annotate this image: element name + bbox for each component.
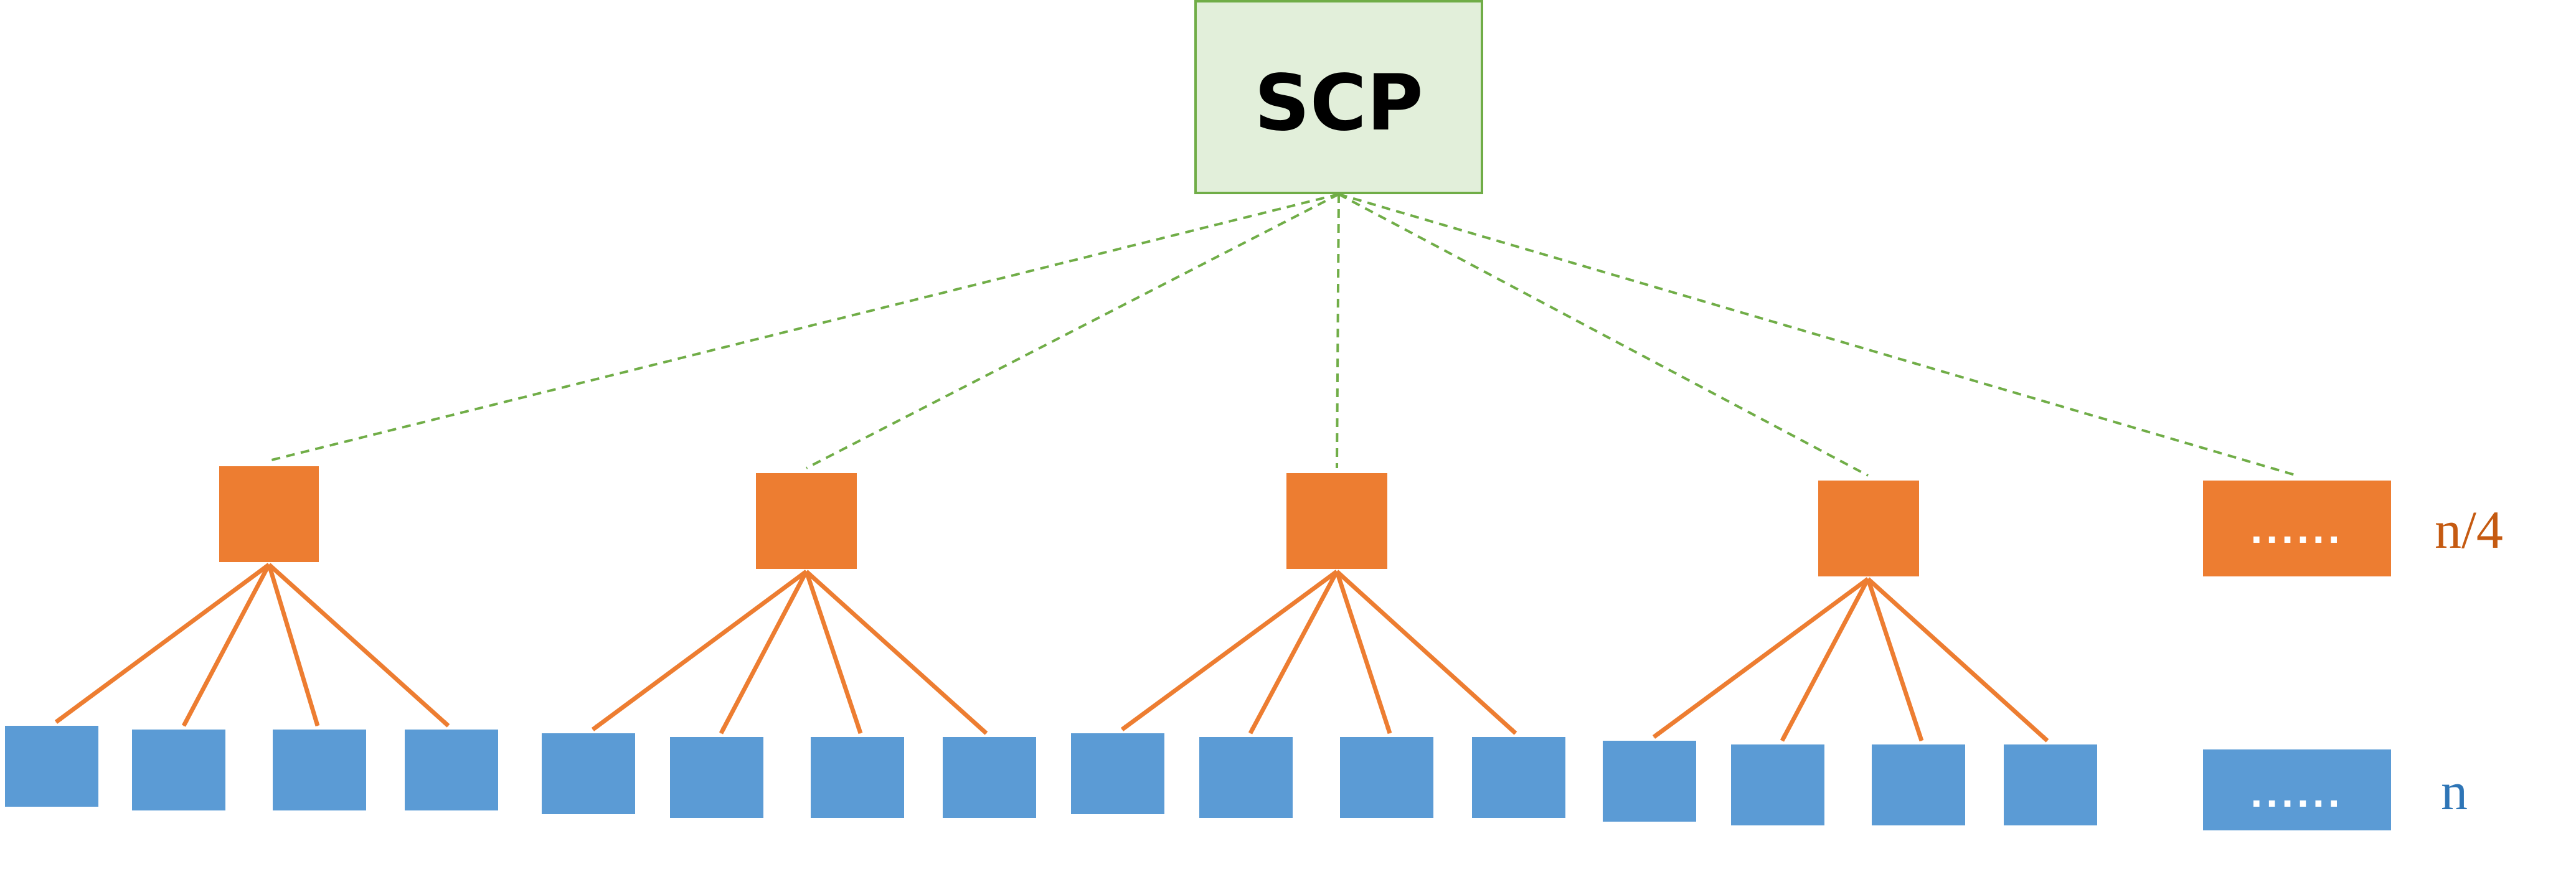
arrow-1-4 — [267, 563, 450, 728]
bottom-row-count-label: n — [2441, 761, 2468, 821]
middle-node-2 — [756, 473, 857, 569]
arrow-2-3 — [804, 570, 863, 735]
leaf-node-ellipsis — [2203, 749, 2391, 830]
leaf-node-4-2 — [1731, 744, 1824, 825]
leaf-node-3-1 — [1071, 733, 1164, 814]
leaf-node-2-4 — [943, 737, 1036, 818]
arrow-1-1 — [54, 563, 271, 724]
leaf-node-1-4 — [405, 730, 498, 810]
arrow-3-4 — [1335, 570, 1517, 735]
dashed-link-2 — [806, 193, 1339, 469]
dashed-links — [268, 193, 2298, 477]
arrows — [54, 563, 2049, 743]
root-label: SCP — [1254, 59, 1423, 148]
dashed-link-1 — [268, 193, 1339, 462]
arrow-4-2 — [1780, 578, 1871, 742]
arrow-2-4 — [804, 570, 988, 735]
leaf-node-2-1 — [542, 733, 635, 814]
arrow-4-1 — [1652, 577, 1870, 739]
leaf-node-1-3 — [273, 730, 366, 810]
arrow-1-3 — [267, 563, 320, 727]
arrow-2-1 — [591, 570, 808, 731]
leaf-node-2-2 — [670, 737, 763, 818]
leaf-node-2-3 — [811, 737, 904, 818]
root-box — [1194, 0, 1483, 194]
middle-node-ellipsis — [2203, 481, 2391, 576]
bottom-ellipsis-text: ...... — [2250, 769, 2343, 816]
leaf-node-3-3 — [1340, 737, 1433, 818]
middle-row-count-label: n/4 — [2435, 500, 2503, 560]
arrow-3-1 — [1120, 570, 1339, 731]
middle-node-3 — [1286, 473, 1387, 569]
leaf-node-4-3 — [1872, 744, 1965, 825]
dashed-link-4 — [1338, 193, 1869, 477]
leaf-node-4-1 — [1603, 741, 1696, 822]
middle-row: ...... n/4 — [219, 466, 2503, 576]
arrow-4-3 — [1866, 578, 1924, 742]
arrow-3-2 — [1248, 570, 1339, 735]
middle-node-4 — [1818, 481, 1919, 576]
arrow-1-2 — [181, 563, 271, 727]
dashed-link-3 — [1336, 194, 1340, 469]
root-node: SCP — [1194, 0, 1483, 194]
middle-node-1 — [219, 466, 319, 562]
dashed-link-5 — [1338, 193, 2298, 477]
leaf-node-4-4 — [2004, 744, 2097, 825]
bottom-row: ...... n — [5, 726, 2468, 830]
arrow-4-4 — [1866, 577, 2049, 743]
leaf-node-3-2 — [1199, 737, 1293, 818]
middle-ellipsis-text: ...... — [2250, 505, 2343, 552]
leaf-node-1-1 — [5, 726, 98, 807]
arrow-2-2 — [719, 570, 809, 735]
leaf-node-1-2 — [132, 730, 225, 810]
arrow-3-3 — [1334, 570, 1392, 735]
leaf-node-3-4 — [1472, 737, 1565, 818]
